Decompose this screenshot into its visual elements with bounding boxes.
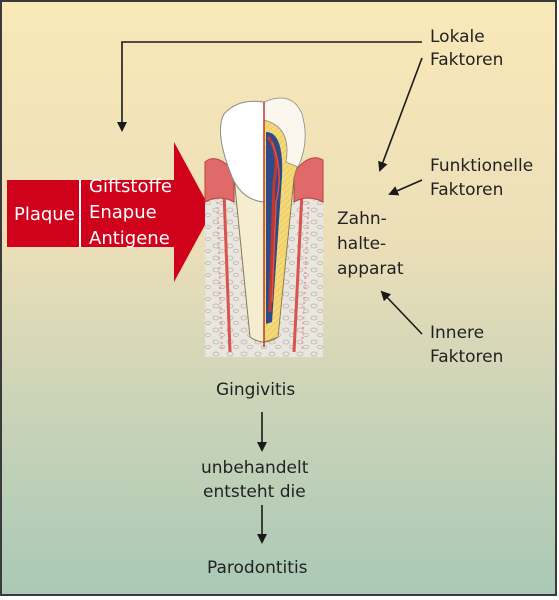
plaque-red-arrow bbox=[7, 142, 212, 282]
innere-arrow bbox=[380, 290, 423, 335]
plaque-label: Plaque bbox=[14, 204, 75, 225]
unbehandelt-label: unbehandelt bbox=[201, 458, 309, 478]
entsteht-label: entsteht die bbox=[203, 482, 306, 502]
giftstoffe-label: Giftstoffe bbox=[89, 176, 172, 197]
innere-label-line1: Innere bbox=[430, 323, 485, 343]
lokale-connector-line bbox=[117, 41, 422, 132]
tooth-illustration bbox=[204, 97, 324, 357]
innere-label-line2: Faktoren bbox=[430, 347, 504, 367]
lokale-arrow bbox=[378, 57, 423, 172]
apparat-label: apparat bbox=[337, 259, 404, 279]
diagram-graphics bbox=[7, 41, 423, 544]
lokale-label-line2: Faktoren bbox=[430, 50, 504, 70]
parodontitis-label: Parodontitis bbox=[207, 558, 308, 578]
zahn-label: Zahn- bbox=[337, 209, 387, 229]
funktionelle-label-line2: Faktoren bbox=[430, 180, 504, 200]
halte-label: halte- bbox=[337, 234, 387, 254]
funktionelle-arrow bbox=[388, 179, 423, 196]
antigene-label: Antigene bbox=[89, 228, 170, 249]
funktionelle-label-line1: Funktionelle bbox=[430, 156, 534, 176]
enapue-label: Enapue bbox=[89, 202, 157, 223]
gingivitis-label: Gingivitis bbox=[216, 380, 296, 400]
lokale-label-line1: Lokale bbox=[430, 27, 485, 47]
